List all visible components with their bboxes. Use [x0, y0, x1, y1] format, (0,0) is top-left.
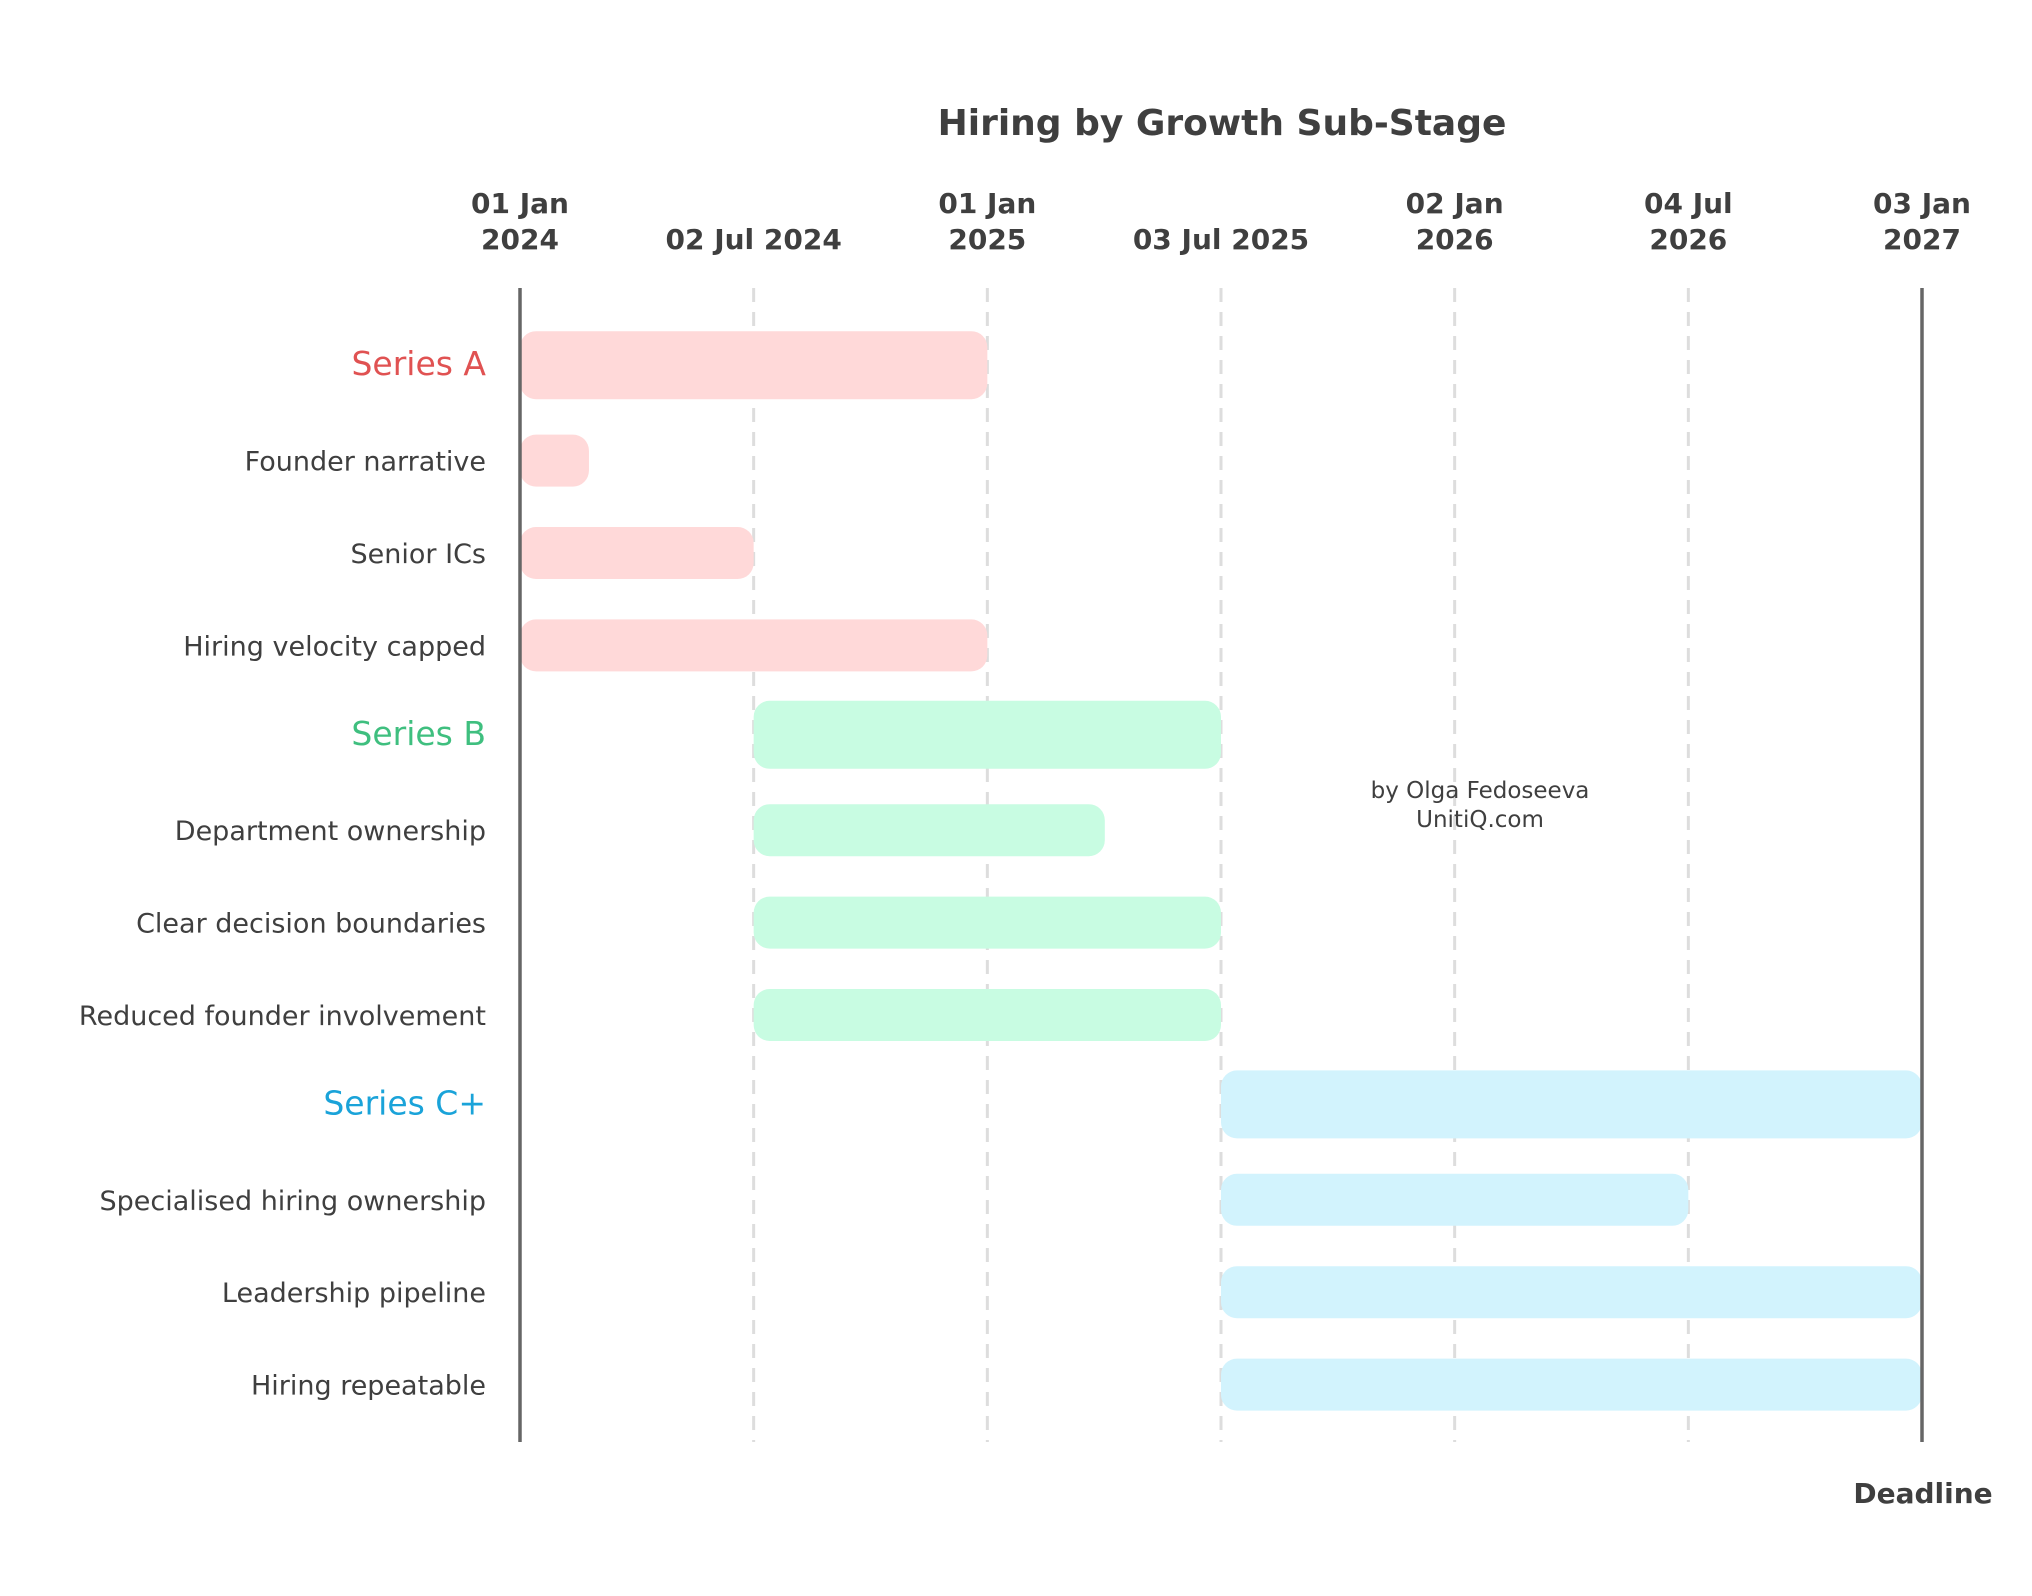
- group-bar: [753, 700, 1221, 769]
- deadline-label: Deadline: [1853, 1477, 1992, 1510]
- x-tick-label: 2025: [948, 223, 1026, 256]
- task-label: Hiring repeatable: [251, 1371, 486, 1402]
- task-label: Clear decision boundaries: [136, 909, 486, 940]
- task-label: Specialised hiring ownership: [100, 1186, 486, 1217]
- x-tick-label: 02 Jul 2024: [665, 223, 841, 256]
- x-tick-label: 03 Jul 2025: [1133, 223, 1309, 256]
- task-bar: [520, 527, 754, 579]
- x-tick-label: 2024: [481, 223, 559, 256]
- task-label: Senior ICs: [351, 539, 486, 570]
- chart-title: Hiring by Growth Sub-Stage: [938, 103, 1507, 144]
- group-bar: [1221, 1070, 1922, 1139]
- x-tick-label: 2026: [1649, 223, 1727, 256]
- task-label: Founder narrative: [245, 447, 486, 478]
- deadline-marker: Deadline: [1853, 288, 1993, 1510]
- x-tick-label: 03 Jan: [1873, 187, 1971, 220]
- x-tick-label: 01 Jan: [471, 187, 569, 220]
- task-bar: [753, 989, 1221, 1041]
- x-tick-label: 02 Jan: [1406, 187, 1504, 220]
- group-label: Series A: [351, 344, 486, 383]
- credit-text: by Olga Fedoseeva: [1371, 778, 1590, 804]
- x-tick-label: 04 Jul: [1644, 187, 1733, 220]
- task-label: Reduced founder involvement: [79, 1001, 486, 1032]
- task-bar: [1221, 1173, 1689, 1226]
- task-bar: [520, 434, 589, 487]
- task-label: Hiring velocity capped: [183, 631, 486, 662]
- task-bars: [520, 331, 1922, 1411]
- credit-text: UnitiQ.com: [1416, 807, 1544, 833]
- x-tick-label: 2027: [1883, 223, 1961, 256]
- task-bar: [1221, 1266, 1922, 1319]
- group-label: Series B: [351, 714, 486, 753]
- group-label: Series C+: [323, 1083, 486, 1122]
- task-bar: [753, 896, 1221, 949]
- task-bar: [1221, 1358, 1922, 1411]
- x-tick-label: 2026: [1416, 223, 1494, 256]
- task-label: Department ownership: [175, 816, 486, 847]
- task-label: Leadership pipeline: [222, 1278, 486, 1309]
- grid-lines: [752, 288, 1690, 1442]
- x-tick-label: 01 Jan: [938, 187, 1036, 220]
- group-bar: [520, 331, 988, 400]
- task-bar: [753, 804, 1105, 857]
- task-bar: [520, 619, 988, 672]
